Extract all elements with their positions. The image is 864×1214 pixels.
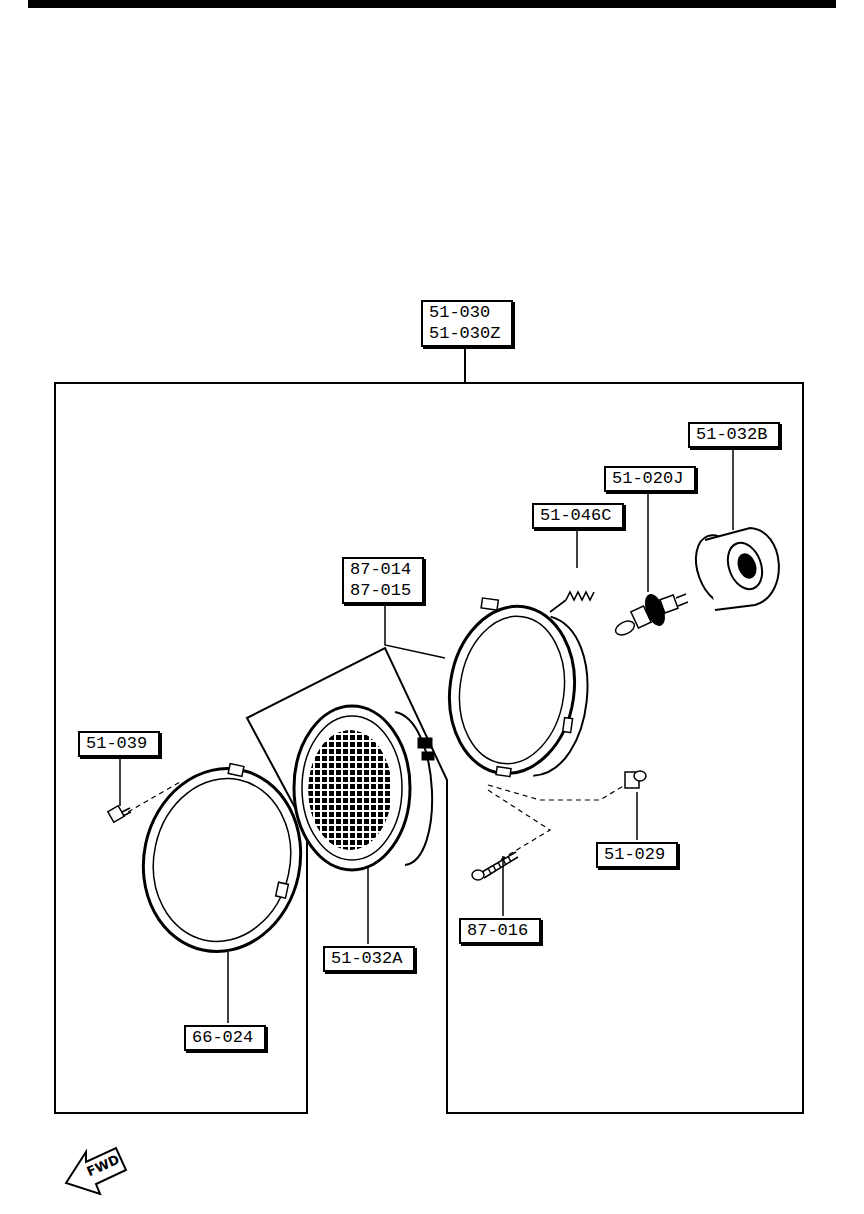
callout-box: 51-020J xyxy=(604,466,696,492)
part-number: 51-046C xyxy=(540,505,616,526)
lens-unit xyxy=(294,706,434,870)
bulb xyxy=(613,592,688,637)
callout-box: 51-046C xyxy=(532,503,624,529)
part-number: 66-024 xyxy=(192,1027,258,1048)
top-bar xyxy=(28,0,836,8)
part-number: 51-032A xyxy=(331,948,407,969)
mounting-ring xyxy=(439,595,599,785)
adjust-nut xyxy=(625,771,646,788)
callout-box: 51-032A xyxy=(323,946,415,972)
part-number: 51-030 xyxy=(429,302,505,323)
callout-box: 87-016 xyxy=(459,918,541,944)
callout-box: 51-03051-030Z xyxy=(421,300,513,347)
callout-box: 51-029 xyxy=(596,842,678,868)
part-number: 51-029 xyxy=(604,844,670,865)
part-number: 51-020J xyxy=(612,468,688,489)
spring xyxy=(550,592,594,612)
part-number: 87-014 xyxy=(350,559,416,580)
leader-lines xyxy=(120,446,733,1023)
screw xyxy=(108,806,131,822)
rear-cover xyxy=(687,528,779,611)
part-number: 51-032B xyxy=(696,424,772,445)
bezel-ring xyxy=(127,750,319,966)
callout-box: 51-032B xyxy=(688,422,780,448)
part-number: 51-030Z xyxy=(429,323,505,344)
part-number: 87-016 xyxy=(467,920,533,941)
fwd-arrow xyxy=(66,1148,126,1194)
adjust-screw xyxy=(472,852,518,880)
part-number: 51-039 xyxy=(86,733,152,754)
callout-box: 66-024 xyxy=(184,1025,266,1051)
part-number: 87-015 xyxy=(350,580,416,601)
assembly-bracket xyxy=(55,345,803,1113)
callout-box: 87-01487-015 xyxy=(342,557,424,604)
callout-box: 51-039 xyxy=(78,731,160,757)
